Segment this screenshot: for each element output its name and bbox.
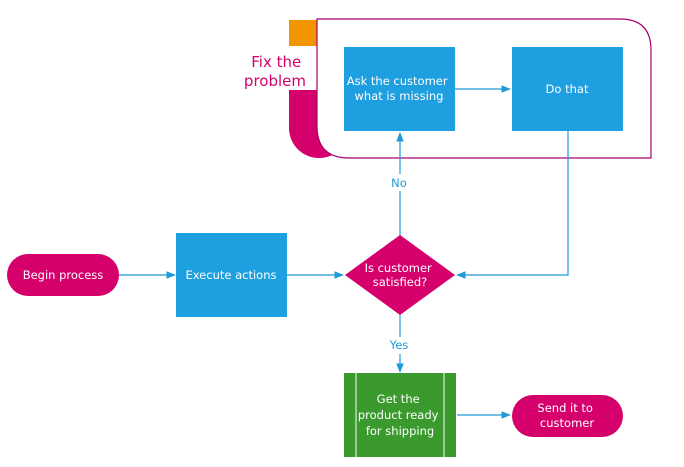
execute-actions-shape (176, 233, 287, 317)
ask-customer-text: Ask the customer what is missing (347, 74, 452, 103)
begin-process-node: Begin process (7, 254, 119, 296)
begin-process-shape (7, 254, 119, 296)
get-product-ready-text: Get the product ready for shipping (358, 392, 442, 438)
group-title: Fix the problem (244, 53, 306, 90)
send-to-customer-line-2: customer (540, 416, 594, 430)
send-to-customer-line-1: Send it to (537, 401, 593, 415)
group-tab (289, 20, 317, 46)
yes-label-backing (384, 337, 416, 354)
group-title-line-2: problem (244, 72, 306, 90)
arrow-do-that-to-decision (456, 131, 569, 279)
decision-line-1: Is customer (365, 261, 432, 275)
do-that-node: Do that (512, 47, 623, 131)
ask-customer-line-2: what is missing (355, 89, 444, 103)
ask-customer-node: Ask the customer what is missing (344, 47, 455, 131)
begin-process-line-1: Begin process (23, 268, 104, 282)
ask-customer-shape (344, 47, 455, 131)
get-product-ready-line-3: for shipping (366, 424, 434, 438)
group-title-line-1: Fix the (251, 53, 301, 71)
get-product-ready-shape (344, 373, 456, 457)
send-to-customer-text: Send it to customer (537, 401, 596, 430)
decision-shape (345, 235, 455, 315)
execute-actions-node: Execute actions (176, 233, 287, 317)
do-that-line-1: Do that (546, 82, 589, 96)
group-left-fill (289, 90, 317, 130)
decision-text: Is customer satisfied? (365, 261, 436, 289)
no-label-backing (386, 174, 414, 191)
send-to-customer-shape (512, 395, 623, 437)
decision-line-2: satisfied? (373, 275, 427, 289)
edge-label-yes: Yes (389, 338, 409, 352)
send-to-customer-node: Send it to customer (512, 395, 623, 437)
execute-actions-text: Execute actions (185, 268, 276, 282)
get-product-ready-node: Get the product ready for shipping (344, 373, 456, 457)
do-that-text: Do that (546, 82, 589, 96)
ask-customer-line-1: Ask the customer (347, 74, 448, 88)
edge-label-no: No (391, 176, 407, 190)
get-product-ready-line-1: Get the (377, 392, 420, 406)
is-customer-satisfied-decision: Is customer satisfied? (345, 235, 455, 315)
execute-actions-line-1: Execute actions (185, 268, 276, 282)
do-that-shape (512, 47, 623, 131)
begin-process-text: Begin process (23, 268, 104, 282)
get-product-ready-line-2: product ready (358, 408, 439, 422)
